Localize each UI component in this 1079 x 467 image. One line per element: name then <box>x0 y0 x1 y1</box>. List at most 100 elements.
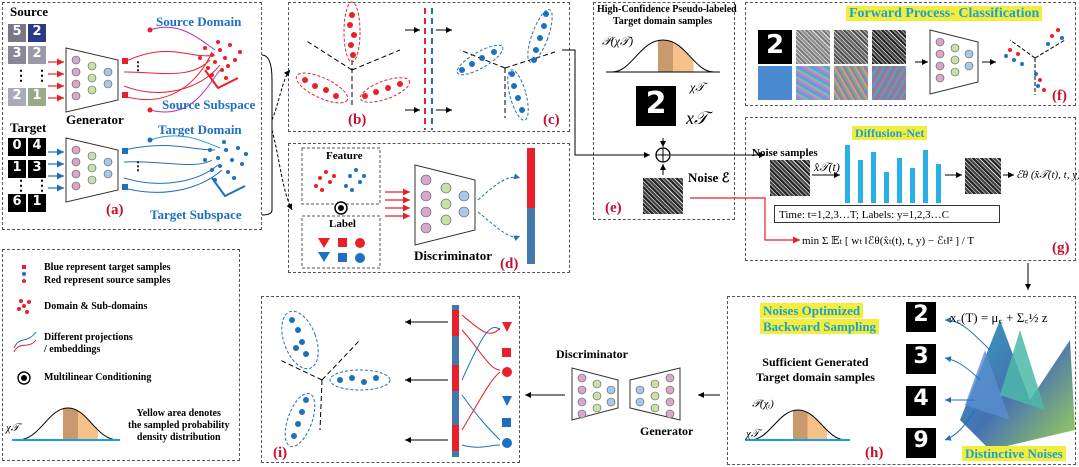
source-digit: 2 <box>28 24 46 42</box>
legend-blue: Blue represent target samples <box>44 262 171 273</box>
source-digit: 1 <box>28 88 46 106</box>
panel-e <box>593 2 735 220</box>
classified-clusters-f <box>1004 28 1066 95</box>
panel-label-e: (e) <box>605 200 622 216</box>
f-color-digit <box>758 66 792 100</box>
panel-bc <box>288 2 570 132</box>
generator-title: Generator <box>66 112 124 127</box>
g-loss: min Σ 𝔼ₜ [ wₜ ‖ℰθ(x̂ₜ(t), t, y) − ℰₜ‖² ]… <box>802 235 975 247</box>
legend-projections: Different projections/ embeddings <box>44 332 133 355</box>
legend-domain: Domain & Sub-domains <box>44 301 148 312</box>
f-color-noise-1 <box>796 66 830 100</box>
panel-a <box>2 2 262 230</box>
target-label: Target <box>10 120 47 135</box>
discriminator-d-title: Discriminator <box>414 248 492 263</box>
legend-chi: χ𝒯 <box>6 422 20 434</box>
domain-output-target <box>527 208 535 264</box>
h-distinctive: Distinctive Noises <box>962 446 1066 462</box>
h-digit: 3 <box>906 344 936 374</box>
target-ellipsis: ⋮ ⋮ <box>14 179 49 194</box>
source-digit: 5 <box>8 24 26 42</box>
panel-label-i: (i) <box>273 445 288 461</box>
f-color-noise-3 <box>872 66 906 100</box>
legend-icons <box>12 265 120 441</box>
panel-h <box>727 296 1076 465</box>
target-domain-cloud <box>203 140 248 182</box>
legend-multilinear: Multilinear Conditioning <box>44 372 152 383</box>
e-title-2: Target domain samples <box>613 16 713 27</box>
panel-label-h: (h) <box>865 445 884 461</box>
middle-generator <box>629 367 681 421</box>
source-subspace-title: Source Subspace <box>162 97 256 112</box>
target-digit: 3 <box>28 160 46 178</box>
diffusion-net-bars <box>845 145 941 203</box>
f-digit: 2 <box>758 30 792 64</box>
target-digit: 1 <box>28 194 46 212</box>
e-chi: χ𝒯 <box>690 80 705 94</box>
panel-i-clusters <box>279 310 391 448</box>
panel-label-f: (f) <box>1052 88 1067 104</box>
svg-text:⋮: ⋮ <box>132 159 144 173</box>
f-title: Forward Process- Classification <box>846 6 1043 22</box>
svg-text:⋮: ⋮ <box>132 59 144 73</box>
source-digit: 2 <box>8 88 26 106</box>
h-digit: 4 <box>906 386 936 416</box>
panel-label-d: (d) <box>500 256 519 272</box>
feature-label: Feature <box>326 150 363 162</box>
g-xhat: x̂𝒯(t) <box>814 160 840 174</box>
g-noise-image <box>770 160 810 196</box>
e-target-digit: 2 <box>636 86 676 126</box>
source-domain-title: Source Domain <box>156 14 242 29</box>
target-digit: 4 <box>28 138 46 156</box>
source-projections <box>123 26 221 113</box>
legend-red: Red represent source samples <box>44 275 171 286</box>
generator-network-bottom <box>65 137 119 203</box>
panel-label-a: (a) <box>106 202 124 218</box>
discriminator-network-d <box>414 164 476 246</box>
h-digit: 2 <box>906 302 936 332</box>
target-digit: 1 <box>8 160 26 178</box>
middle-discriminator-label: Discriminator <box>556 347 628 361</box>
f-noise-2 <box>834 30 868 64</box>
e-prob: 𝒫(χ𝒯) <box>602 34 634 48</box>
panel-i <box>261 296 520 463</box>
h-chi: χ𝒯 <box>746 428 760 440</box>
classifier-network-f <box>929 29 979 95</box>
middle-generator-label: Generator <box>640 424 694 438</box>
source-ellipsis: ⋮ ⋮ <box>14 69 49 84</box>
target-subspace-title: Target Subspace <box>150 207 242 222</box>
legend-panel <box>2 249 240 461</box>
g-time-labels: Time: t=1,2,3…T; Labels: y=1,2,3…C <box>774 205 1000 223</box>
g-diffusion-net: Diffusion-Net <box>852 126 928 141</box>
noise-mountains <box>960 320 1075 450</box>
target-domain-title: Target Domain <box>158 122 242 137</box>
g-noise-output <box>965 158 1001 194</box>
source-label: Source <box>10 4 49 19</box>
domain-output-source <box>527 148 535 208</box>
target-digit: 6 <box>8 194 26 212</box>
e-title-1: High-Confidence Pseudo-labeled <box>597 4 737 15</box>
h-prob: 𝒫(χᵢ) <box>752 398 774 410</box>
f-noise-3 <box>872 30 906 64</box>
panel-label-c: (c) <box>543 112 560 128</box>
g-eps: ℰθ (x̂𝒯(t), t, y) <box>1016 169 1079 181</box>
generator-network-top <box>65 47 119 113</box>
panel-f <box>745 2 1076 106</box>
feature-box <box>301 147 381 205</box>
e-noise-image <box>643 178 683 214</box>
panel-b-clusters <box>295 1 411 108</box>
f-noise-1 <box>796 30 830 64</box>
source-digit: 3 <box>8 46 26 64</box>
label-box-title: Label <box>329 218 356 230</box>
panel-label-g: (g) <box>1052 240 1070 256</box>
source-domain-cloud <box>198 40 242 80</box>
e-x: x𝒯 <box>686 108 708 128</box>
f-color-noise-2 <box>834 66 868 100</box>
panel-c-clusters <box>456 9 556 121</box>
panel-label-b: (b) <box>348 112 367 128</box>
h-digit: 9 <box>906 428 936 458</box>
